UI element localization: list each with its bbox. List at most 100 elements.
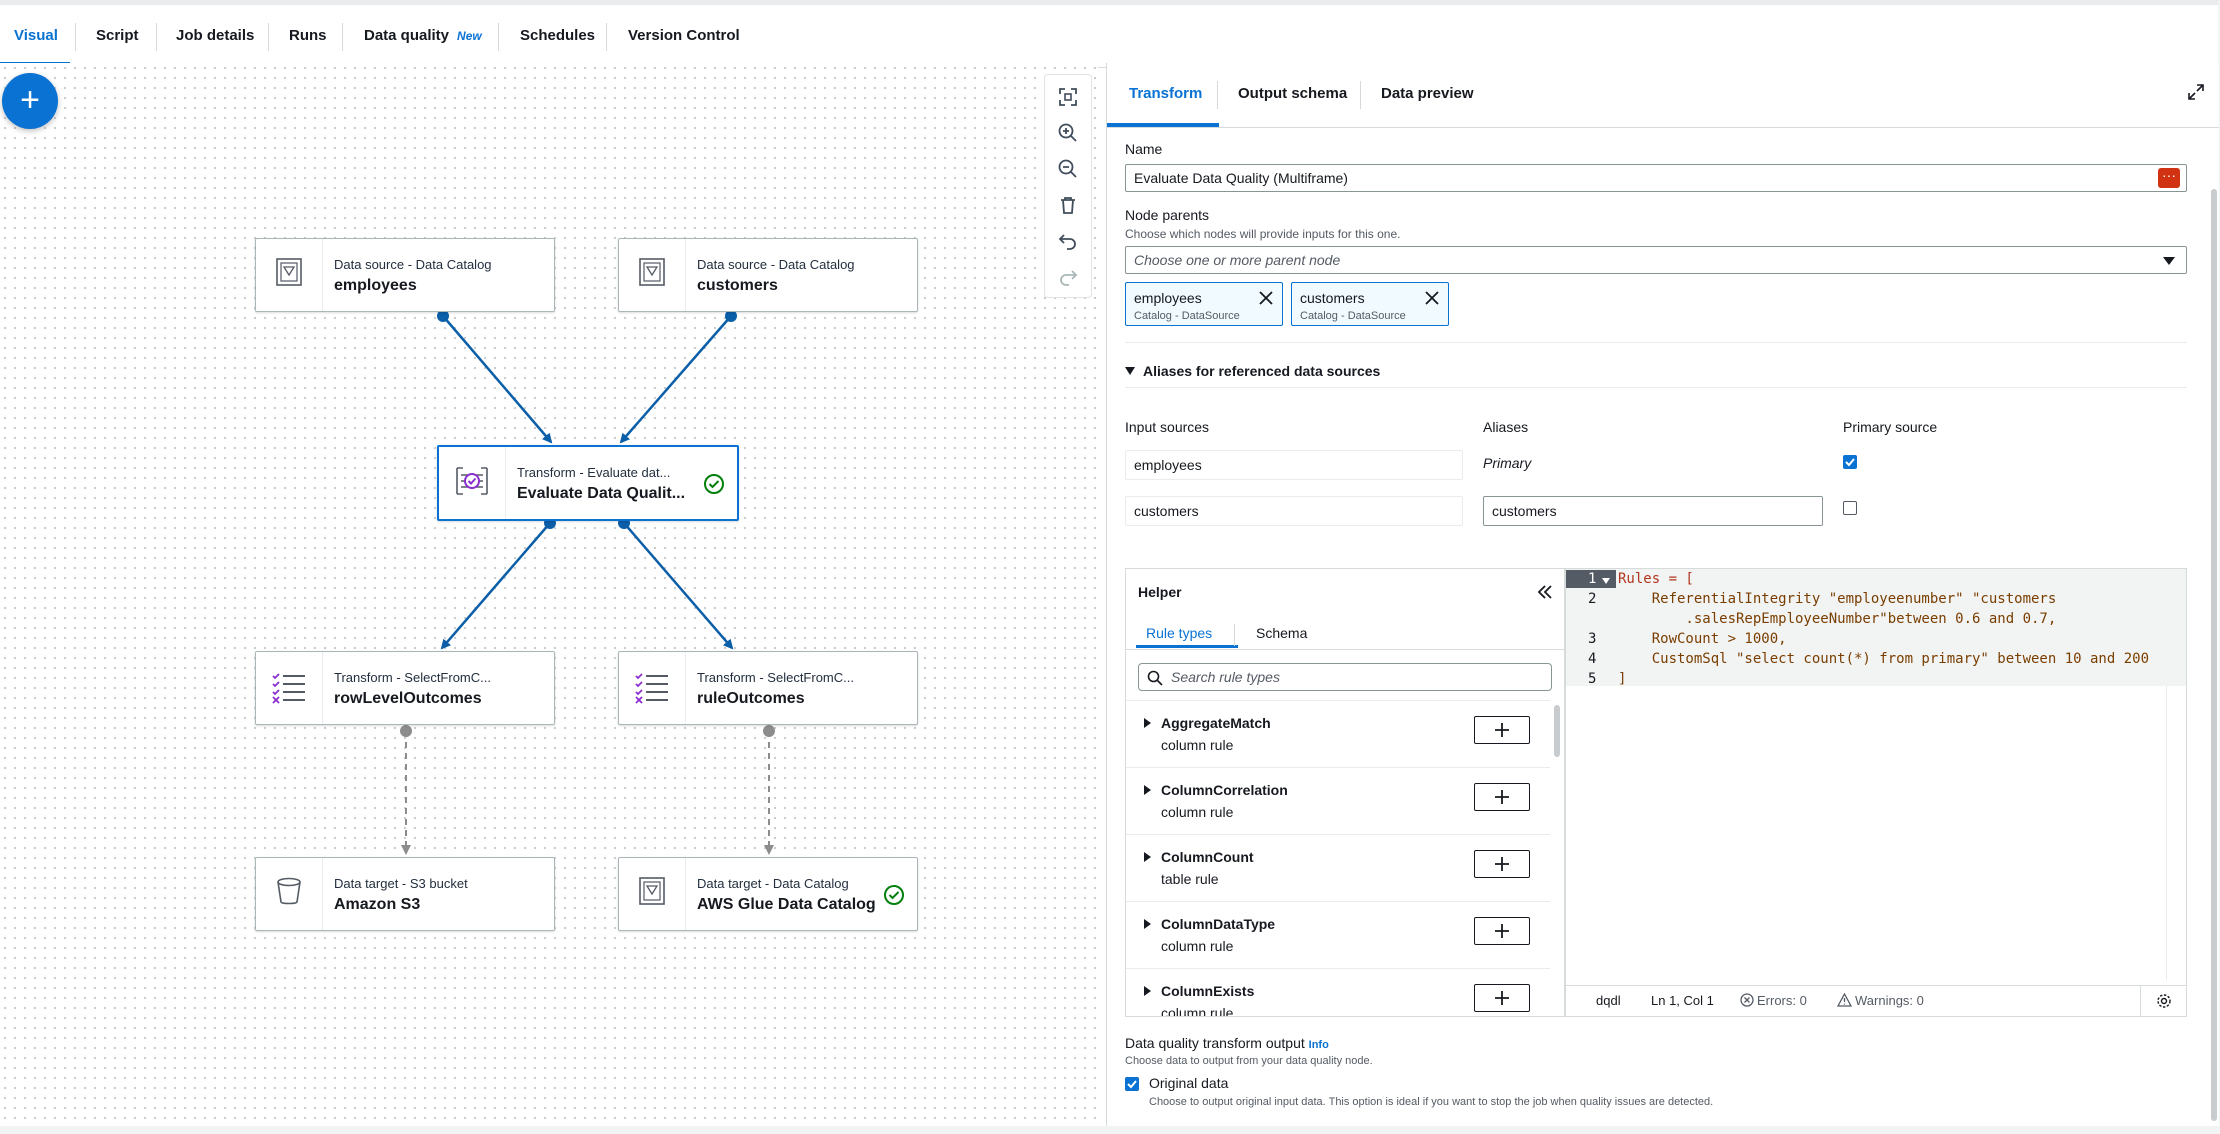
tab-job-details[interactable]: Job details [176,27,255,44]
node-customers-source[interactable]: Data source - Data Catalog customers [618,238,918,312]
caret-down-icon[interactable] [2163,257,2175,265]
tab-output-schema[interactable]: Output schema [1238,85,1348,102]
edge-evaluate-to-ruleoutcomes[interactable] [618,517,734,650]
checkmark-icon [1127,1080,1137,1089]
node-properties-panel: Transform Output schema Data preview Nam… [1106,63,2219,1126]
token-subtitle: Catalog - DataSource [1134,310,1240,322]
node-parents-select[interactable]: Choose one or more parent node [1125,246,2187,274]
fit-to-screen-icon[interactable] [1056,85,1080,109]
info-link[interactable]: Info [1308,1039,1329,1051]
errors-indicator[interactable]: Errors: 0 [1740,993,1807,1008]
undo-icon[interactable] [1056,229,1080,253]
node-amazon-s3-target[interactable]: Data target - S3 bucket Amazon S3 [255,857,555,931]
tab-schedules[interactable]: Schedules [520,27,596,44]
node-ruleoutcomes[interactable]: Transform - SelectFromC... ruleOutcomes [618,651,918,725]
helper-tab-rule-types[interactable]: Rule types [1146,625,1213,641]
expand-rule-icon[interactable] [1144,718,1151,728]
editor-scrollbar[interactable] [2166,686,2181,980]
tab-visual[interactable]: Visual [14,27,58,44]
original-data-checkbox[interactable] [1125,1077,1139,1091]
editor-gutter [1566,569,1616,686]
output-title: Data quality transform output [1125,1035,1305,1051]
code-line: Rules = [ [1618,571,1694,587]
add-rule-button[interactable] [1474,716,1530,744]
node-rowleveloutcomes[interactable]: Transform - SelectFromC... rowLevelOutco… [255,651,555,725]
redo-icon[interactable] [1056,265,1080,289]
expand-rule-icon[interactable] [1144,986,1151,996]
edge-rowlevel-to-s3[interactable] [400,725,412,855]
rule-name: ColumnCount [1161,849,1254,865]
search-rule-types-input[interactable]: Search rule types [1138,663,1552,691]
errors-count: Errors: 0 [1757,993,1807,1008]
node-type-label: Data target - Data Catalog [697,876,849,891]
name-input[interactable]: Evaluate Data Quality (Multiframe) [1125,164,2187,192]
panel-scrollbar[interactable] [2211,133,2217,1123]
settings-gear-icon[interactable] [2156,993,2172,1009]
node-glue-catalog-target[interactable]: Data target - Data Catalog AWS Glue Data… [618,857,918,931]
edge-evaluate-to-rowlevel[interactable] [440,517,556,650]
new-badge: New [457,29,482,43]
edge-ruleoutcomes-to-catalog[interactable] [763,725,775,855]
edge-customers-to-evaluate[interactable] [619,310,737,444]
tab-script[interactable]: Script [96,27,139,44]
add-rule-button[interactable] [1474,850,1530,878]
alias-primary-text: Primary [1483,455,1532,471]
expand-rule-icon[interactable] [1144,785,1151,795]
helper-scrollbar[interactable] [1554,701,1560,1014]
tab-transform[interactable]: Transform [1129,85,1203,102]
scrollbar-thumb[interactable] [2211,189,2217,1121]
node-name-label: Amazon S3 [334,896,421,913]
edge-employees-to-evaluate[interactable] [437,310,553,444]
node-employees-source[interactable]: Data source - Data Catalog employees [255,238,555,312]
more-options-icon[interactable]: ··· [2158,168,2180,188]
expand-icon[interactable] [2187,83,2205,101]
success-check-icon [704,474,724,494]
add-rule-button[interactable] [1474,984,1530,1012]
primary-source-checkbox[interactable] [1843,501,1857,515]
remove-token-icon[interactable] [1258,290,1274,306]
tab-data-preview[interactable]: Data preview [1381,85,1474,102]
rule-item-columnexists[interactable]: ColumnExists column rule [1126,968,1550,1016]
add-rule-button[interactable] [1474,917,1530,945]
node-evaluate-data-quality[interactable]: Transform - Evaluate dat... Evaluate Dat… [437,445,739,521]
delete-icon[interactable] [1056,193,1080,217]
rule-item-columndatatype[interactable]: ColumnDataType column rule [1126,901,1550,968]
warnings-indicator[interactable]: Warnings: 0 [1836,992,1924,1008]
tab-runs[interactable]: Runs [289,27,327,44]
zoom-out-icon[interactable] [1056,157,1080,181]
aliases-section-toggle[interactable]: Aliases for referenced data sources [1125,363,1380,379]
tab-divider [156,23,157,51]
expand-rule-icon[interactable] [1144,852,1151,862]
node-type-label: Transform - SelectFromC... [697,670,854,685]
code-line: RowCount > 1000, [1618,631,1787,647]
rule-item-aggregatematch[interactable]: AggregateMatch column rule [1126,700,1550,767]
add-node-button[interactable]: + [2,73,58,129]
node-parents-description: Choose which nodes will provide inputs f… [1125,227,1401,241]
tab-divider [1234,624,1235,646]
plus-icon: + [20,81,40,119]
primary-source-checkbox[interactable] [1843,455,1857,469]
code-line: ReferentialIntegrity "employeenumber" "c… [1618,591,2057,607]
dqdl-code-editor[interactable]: 1 2 3 4 5 Rules = [ ReferentialIntegrity… [1565,568,2187,1017]
catalog-icon [639,258,665,286]
node-icon-box [439,447,506,519]
add-rule-button[interactable] [1474,783,1530,811]
expand-rule-icon[interactable] [1144,919,1151,929]
tab-version-control[interactable]: Version Control [628,27,740,44]
alias-input-customers[interactable]: customers [1483,496,1823,526]
fold-caret-icon[interactable] [1602,578,1610,584]
tab-divider [498,23,499,51]
search-placeholder: Search rule types [1171,669,1280,685]
editor-active-block [1616,569,2186,686]
aliases-section-title: Aliases for referenced data sources [1143,363,1381,379]
collapse-double-chevron-icon[interactable] [1536,583,1554,601]
zoom-in-icon[interactable] [1056,121,1080,145]
editor-language: dqdl [1596,993,1621,1008]
scrollbar-thumb[interactable] [1554,705,1560,757]
helper-tab-schema[interactable]: Schema [1256,625,1308,641]
remove-token-icon[interactable] [1424,290,1440,306]
rule-item-columncorrelation[interactable]: ColumnCorrelation column rule [1126,767,1550,834]
active-tab-indicator [1136,645,1238,648]
rule-item-columncount[interactable]: ColumnCount table rule [1126,834,1550,901]
